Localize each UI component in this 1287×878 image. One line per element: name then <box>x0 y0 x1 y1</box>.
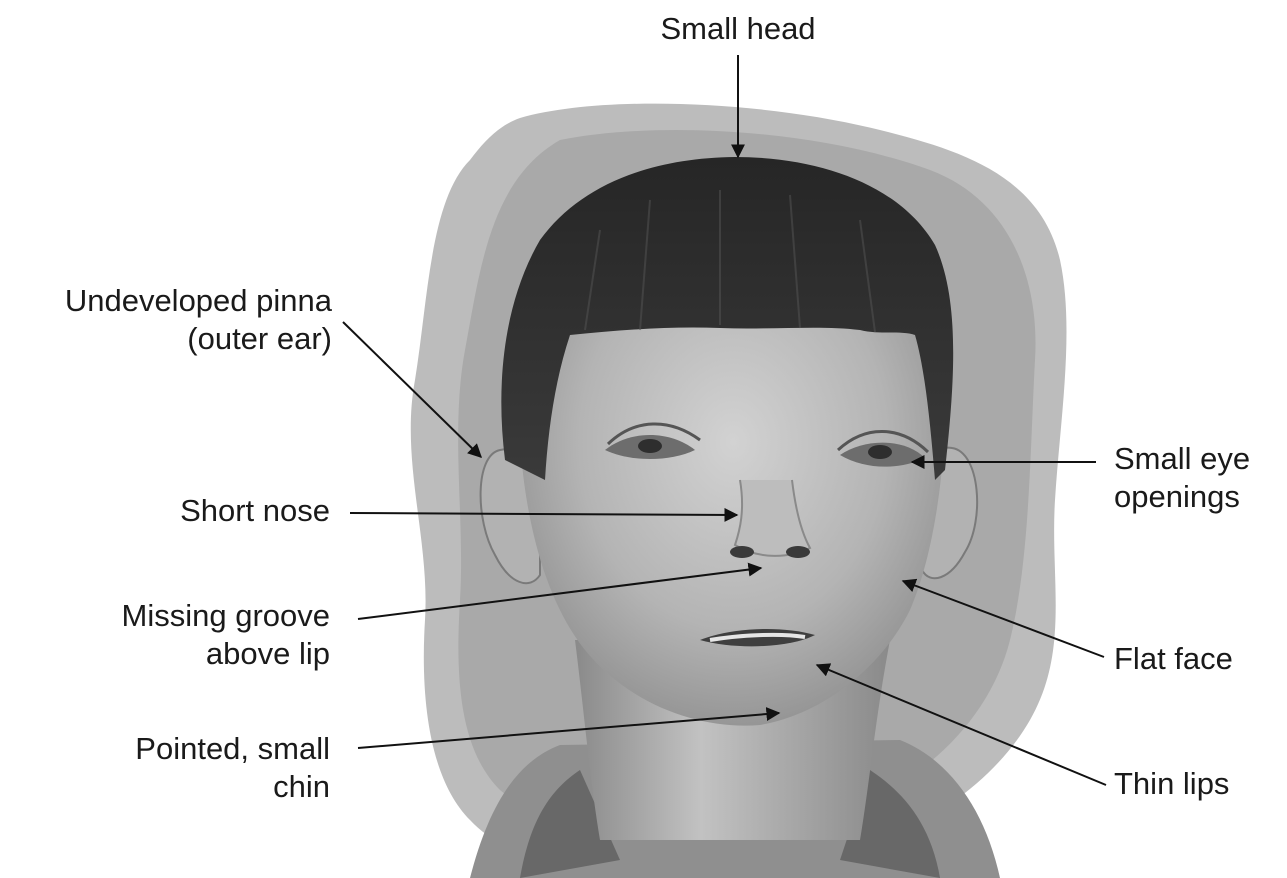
label-small-head: Small head <box>640 10 836 48</box>
label-pointed-chin: Pointed, small chin <box>40 730 330 806</box>
label-flat-face: Flat face <box>1114 640 1284 678</box>
label-thin-lips: Thin lips <box>1114 765 1284 803</box>
label-small-eye-openings: Small eye openings <box>1114 440 1287 516</box>
label-missing-groove: Missing groove above lip <box>40 597 330 673</box>
label-short-nose: Short nose <box>130 492 330 530</box>
label-undeveloped-pinna: Undeveloped pinna (outer ear) <box>0 282 332 358</box>
